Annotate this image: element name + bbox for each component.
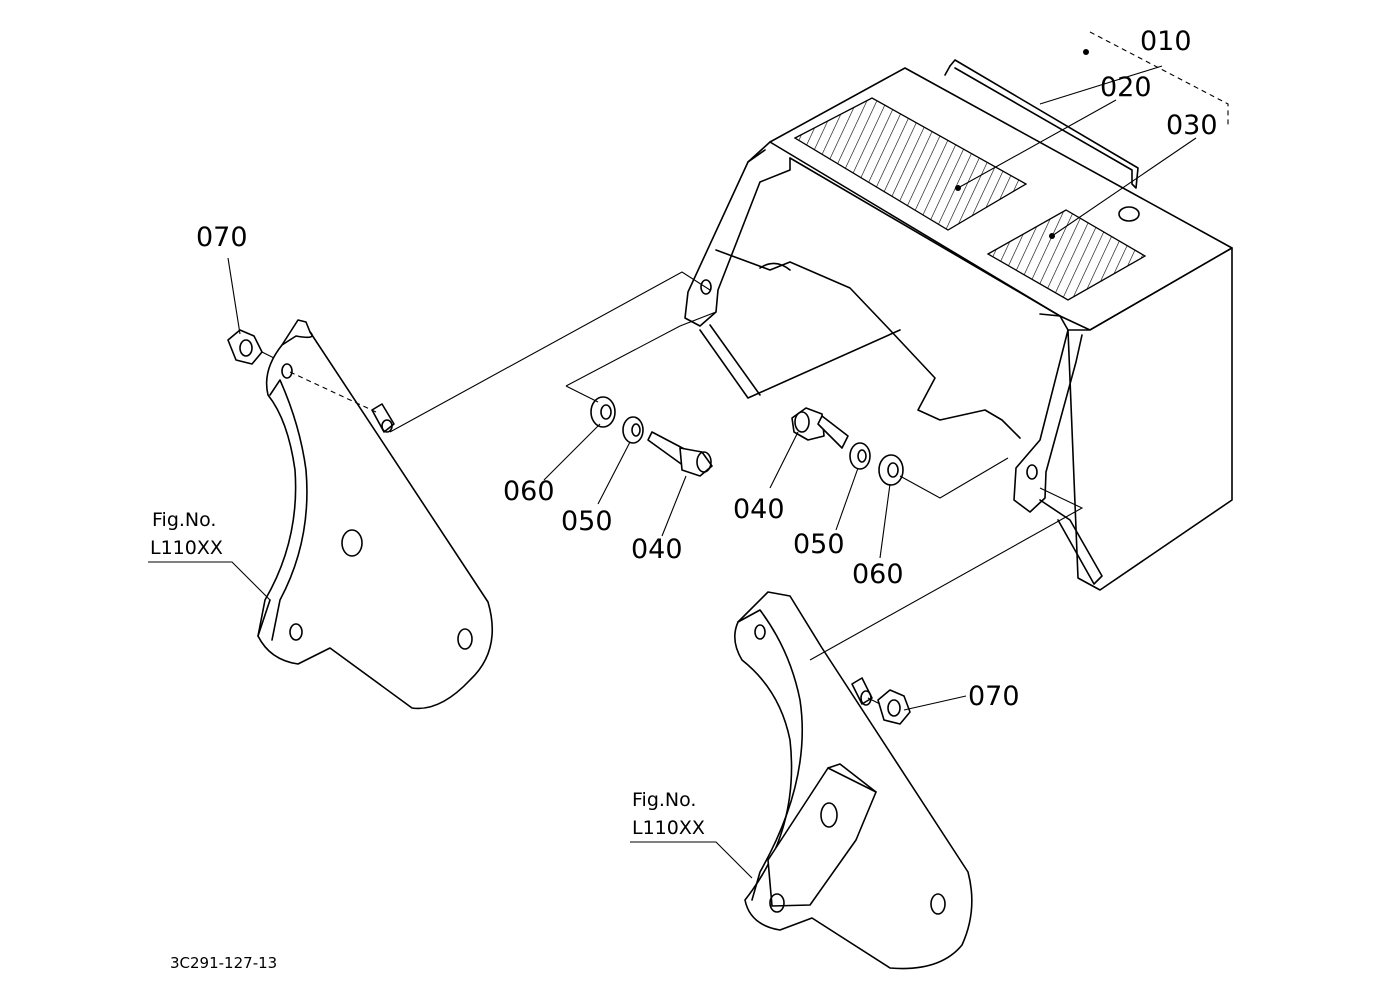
bolt-040-left: [647, 431, 713, 477]
washer-060-left: [590, 396, 616, 428]
label-part-050-left: 050: [561, 506, 613, 537]
washer-050-right: [849, 442, 871, 470]
nut-070-left: [227, 329, 263, 365]
label-part-070-right: 070: [968, 681, 1020, 712]
label-part-010: 010: [1140, 26, 1192, 57]
fig-ref-right-line2: L110XX: [632, 817, 705, 839]
fig-ref-left-line1: Fig.No.: [152, 509, 216, 531]
nut-070-right: [877, 689, 911, 725]
label-part-060-left: 060: [503, 476, 555, 507]
washer-060-right: [878, 454, 904, 486]
label-part-030: 030: [1166, 110, 1218, 141]
washer-050-left: [622, 416, 644, 444]
label-part-020: 020: [1100, 72, 1152, 103]
left-bracket: [257, 319, 494, 710]
document-code: 3C291-127-13: [170, 954, 277, 972]
label-030: [986, 209, 1147, 301]
right-bracket: [734, 591, 973, 970]
leader-lines: [148, 31, 1229, 879]
label-part-070-left: 070: [196, 222, 248, 253]
fig-ref-left-line2: L110XX: [150, 537, 223, 559]
label-part-060-right: 060: [852, 559, 904, 590]
label-part-040-left: 040: [631, 534, 683, 565]
bolt-040-right: [791, 407, 849, 449]
label-part-050-right: 050: [793, 529, 845, 560]
fig-ref-right-line1: Fig.No.: [632, 789, 696, 811]
assembly-lines: [261, 271, 1084, 705]
label-part-040-right: 040: [733, 494, 785, 525]
label-020: [793, 97, 1028, 231]
